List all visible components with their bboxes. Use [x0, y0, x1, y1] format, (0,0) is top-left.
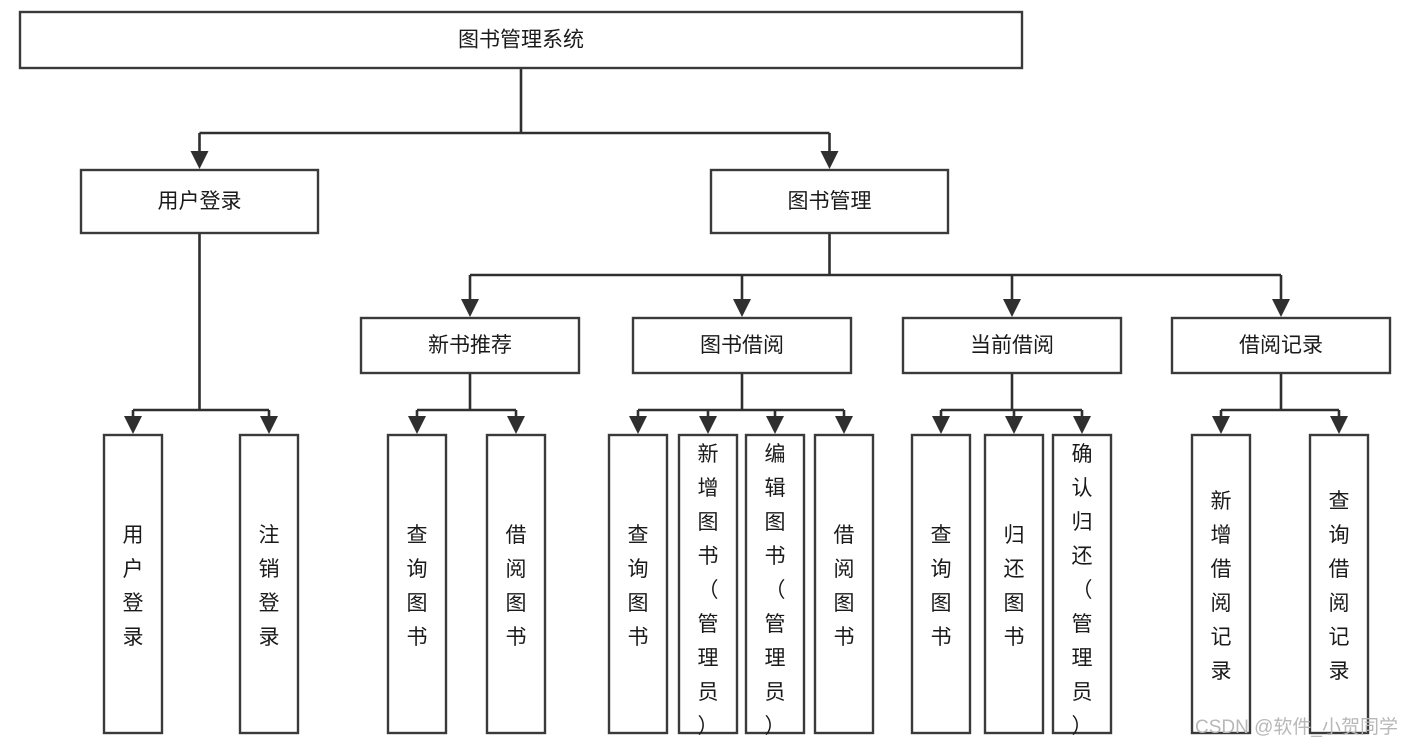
- node-box: [744, 433, 806, 735]
- node-label: 确认归还（管理员）: [1072, 443, 1093, 738]
- node-label: 当前借阅: [970, 334, 1054, 357]
- node-leaf-query-book-cur[interactable]: 查询图书: [910, 433, 972, 735]
- node-label: 图书管理: [788, 190, 872, 213]
- node-label: 注销登录: [259, 524, 280, 649]
- node-leaf-borrow-book-rec[interactable]: 借阅图书: [485, 433, 547, 735]
- node-label: 用户登录: [123, 524, 144, 649]
- arrow-head-icon: [260, 416, 278, 434]
- node-box: [1308, 433, 1370, 735]
- node-user-login[interactable]: 用户登录: [79, 168, 320, 235]
- connector-layer: [124, 68, 1348, 434]
- arrow-head-icon: [124, 416, 142, 434]
- arrow-head-icon: [820, 151, 839, 169]
- node-book-borrow[interactable]: 图书借阅: [631, 316, 853, 375]
- node-label: 查询图书: [407, 524, 428, 649]
- node-label: 用户登录: [158, 190, 242, 213]
- node-box: [1170, 316, 1392, 375]
- node-leaf-add-record[interactable]: 新增借阅记录: [1190, 433, 1252, 735]
- node-layer: 图书管理系统用户登录图书管理新书推荐图书借阅当前借阅借阅记录用户登录注销登录查询…: [18, 10, 1392, 738]
- arrow-head-icon: [629, 416, 647, 434]
- node-label: 图书管理系统: [458, 29, 584, 52]
- node-box: [18, 10, 1024, 70]
- node-box: [709, 168, 950, 235]
- arrow-head-icon: [461, 299, 479, 317]
- node-box: [1051, 433, 1113, 735]
- node-leaf-logout[interactable]: 注销登录: [238, 433, 300, 735]
- node-box: [910, 433, 972, 735]
- node-leaf-edit-book[interactable]: 编辑图书（管理员）: [744, 433, 806, 738]
- arrow-head-icon: [507, 416, 525, 434]
- node-label: 借阅记录: [1239, 334, 1323, 357]
- node-leaf-return-book[interactable]: 归还图书: [983, 433, 1045, 735]
- node-box: [1190, 433, 1252, 735]
- node-box: [238, 433, 300, 735]
- node-leaf-user-login[interactable]: 用户登录: [102, 433, 164, 735]
- node-label: 新增借阅记录: [1211, 490, 1232, 683]
- node-label: 归还图书: [1004, 524, 1025, 649]
- node-label: 查询借阅记录: [1329, 490, 1350, 683]
- arrow-head-icon: [835, 416, 853, 434]
- node-box: [983, 433, 1045, 735]
- node-label: 新增图书（管理员）: [698, 443, 719, 738]
- arrow-head-icon: [766, 416, 784, 434]
- node-leaf-query-book-borrow[interactable]: 查询图书: [607, 433, 669, 735]
- node-label: 查询图书: [931, 524, 952, 649]
- node-label: 查询图书: [628, 524, 649, 649]
- node-leaf-add-book[interactable]: 新增图书（管理员）: [677, 433, 739, 738]
- node-leaf-confirm-return[interactable]: 确认归还（管理员）: [1051, 433, 1113, 738]
- arrow-head-icon: [408, 416, 426, 434]
- arrow-head-icon: [1073, 416, 1091, 434]
- arrow-head-icon: [699, 416, 717, 434]
- node-label: 借阅图书: [506, 524, 527, 649]
- arrow-head-icon: [733, 299, 751, 317]
- watermark-label: CSDN @软件_小贺同学: [1195, 716, 1398, 738]
- node-book-manage[interactable]: 图书管理: [709, 168, 950, 235]
- node-box: [386, 433, 448, 735]
- node-box: [607, 433, 669, 735]
- arrow-head-icon: [1005, 416, 1023, 434]
- node-root[interactable]: 图书管理系统: [18, 10, 1024, 70]
- node-new-book-recommend[interactable]: 新书推荐: [359, 316, 581, 375]
- arrow-head-icon: [1272, 299, 1290, 317]
- node-box: [631, 316, 853, 375]
- arrow-head-icon: [1003, 299, 1021, 317]
- node-box: [813, 433, 875, 735]
- node-box: [901, 316, 1123, 375]
- node-label: 新书推荐: [428, 334, 512, 357]
- node-leaf-borrow-book[interactable]: 借阅图书: [813, 433, 875, 735]
- node-label: 借阅图书: [834, 524, 855, 649]
- node-box: [102, 433, 164, 735]
- node-box: [485, 433, 547, 735]
- node-leaf-query-record[interactable]: 查询借阅记录: [1308, 433, 1370, 735]
- arrow-head-icon: [190, 151, 209, 169]
- arrow-head-icon: [1212, 416, 1230, 434]
- node-box: [79, 168, 320, 235]
- node-leaf-query-book-rec[interactable]: 查询图书: [386, 433, 448, 735]
- node-current-borrow[interactable]: 当前借阅: [901, 316, 1123, 375]
- node-label: 图书借阅: [700, 334, 784, 357]
- arrow-head-icon: [932, 416, 950, 434]
- node-label: 编辑图书（管理员）: [765, 443, 786, 738]
- node-borrow-record[interactable]: 借阅记录: [1170, 316, 1392, 375]
- node-box: [359, 316, 581, 375]
- node-box: [677, 433, 739, 735]
- arrow-head-icon: [1330, 416, 1348, 434]
